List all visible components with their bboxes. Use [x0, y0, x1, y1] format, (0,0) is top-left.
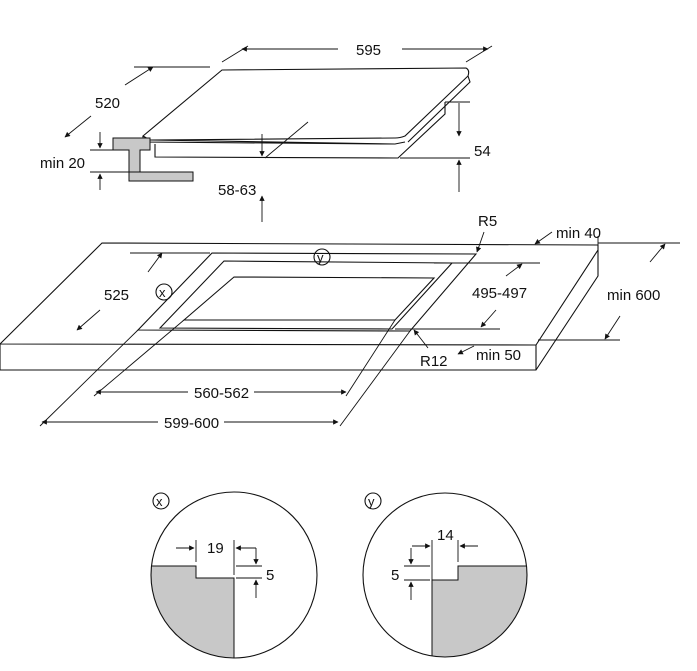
- cutout-depth-range-arrow-bottom: [480, 309, 497, 328]
- min50-leader: [457, 345, 475, 355]
- detail-y-tag-label: y: [368, 494, 375, 509]
- detail-y-depth-label: 5: [391, 567, 399, 584]
- clearance-label: 58-63: [218, 182, 256, 199]
- min50-label: min 50: [476, 347, 521, 364]
- detail-y-circle: [362, 492, 528, 658]
- min600-arrow-bottom: [604, 315, 621, 340]
- height-label: 54: [474, 143, 491, 160]
- detail-y-tag-circle: [364, 492, 382, 510]
- cutout-depth-arrow-top: [147, 252, 163, 273]
- detail-x-circle: [150, 491, 318, 659]
- cutout-depth-range-arrow-top: [505, 263, 523, 277]
- worktop-front-face: [0, 250, 599, 371]
- detail-y: y 14 5: [362, 492, 528, 658]
- y-marker-label: y: [317, 250, 324, 265]
- cutout-depth-label: 525: [104, 287, 129, 304]
- x-marker-label: x: [159, 285, 166, 300]
- hob-body: [154, 102, 446, 159]
- depth-dim-line-top: [124, 66, 154, 86]
- inner-width-label: 560-562: [194, 385, 249, 402]
- detail-x-worktop-section: [151, 565, 235, 658]
- worktop-outline: [0, 242, 599, 346]
- min40-label: min 40: [556, 225, 601, 242]
- hob-front-edge: [142, 136, 406, 145]
- r12-label: R12: [420, 353, 448, 370]
- depth-dim-line-bottom: [64, 115, 92, 138]
- hob-perspective: 595 520 54 min 20 58-63: [40, 42, 493, 222]
- detail-y-worktop-section: [431, 565, 527, 657]
- detail-x-depth-label: 5: [266, 567, 274, 584]
- r5-leader: [476, 231, 485, 253]
- hob-right-edge: [407, 75, 471, 143]
- worktop-bracket: [112, 137, 194, 182]
- r5-label: R5: [478, 213, 497, 230]
- detail-x: x 19 5: [150, 491, 318, 659]
- min20-label: min 20: [40, 155, 85, 172]
- detail-y-width-label: 14: [437, 527, 454, 544]
- outer-width-label: 599-600: [164, 415, 219, 432]
- min600-arrow-top: [649, 243, 666, 263]
- y-marker-circle: [313, 248, 331, 266]
- r12-leader: [413, 329, 429, 349]
- cutout-inner: [182, 276, 436, 321]
- cutout-depth-range-label: 495-497: [472, 285, 527, 302]
- depth-label: 520: [95, 95, 120, 112]
- detail-x-tag-circle: [152, 492, 170, 510]
- width-label: 595: [356, 42, 381, 59]
- detail-x-width-label: 19: [207, 540, 224, 557]
- x-marker-circle: [155, 283, 173, 301]
- min600-label: min 600: [607, 287, 660, 304]
- cutout-rebate: [158, 260, 454, 330]
- hob-glass-top: [142, 67, 470, 141]
- cutout-depth-arrow-bottom: [76, 309, 101, 331]
- min40-leader: [534, 231, 553, 245]
- worktop-cutout: x y 525 495-497 R5 min 40 min 600 R12: [0, 213, 680, 432]
- cutout-outer: [136, 252, 478, 332]
- detail-x-tag-label: x: [156, 494, 163, 509]
